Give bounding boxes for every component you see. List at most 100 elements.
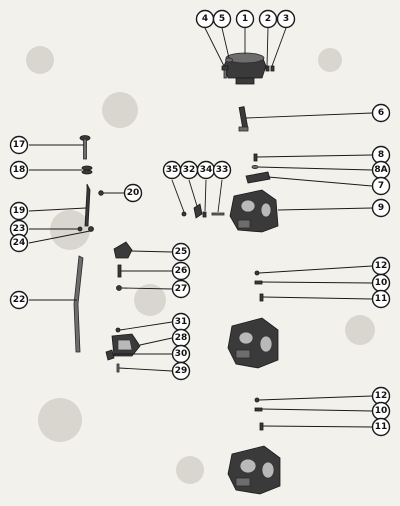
callout-number: 18 <box>13 165 26 175</box>
callout-number: 9 <box>378 203 384 213</box>
callout-circle <box>171 279 191 299</box>
part-29-spring <box>116 363 120 373</box>
part-1-cover-flange <box>223 52 267 85</box>
part-32-bracket <box>193 203 203 219</box>
part-9-carburetor-body <box>229 189 279 233</box>
callout-circle <box>371 198 391 218</box>
callout-number: 29 <box>175 366 188 376</box>
callout-number: 30 <box>175 349 188 359</box>
callout-c5: 5 <box>212 9 232 29</box>
callout-circle <box>9 233 29 253</box>
callout-circle <box>276 9 296 29</box>
callout-circle <box>171 361 191 381</box>
part-25-throttle-lever <box>113 241 133 259</box>
part-35-pin <box>181 211 187 217</box>
callout-circle <box>123 183 143 203</box>
part-18-spring <box>81 165 93 175</box>
callout-c34: 34 <box>196 160 216 180</box>
part-4-screw <box>221 65 229 79</box>
callout-number: 8A <box>374 165 387 175</box>
callout-number: 12 <box>375 261 388 271</box>
callout-number: 10 <box>375 278 388 288</box>
callout-c18: 18 <box>9 160 29 180</box>
callout-number: 33 <box>216 165 229 175</box>
leader-lines <box>28 27 373 428</box>
callout-c20: 20 <box>123 183 143 203</box>
callout-number: 10 <box>375 406 388 416</box>
callout-circle <box>9 160 29 180</box>
callout-circle <box>212 160 232 180</box>
callout-c22: 22 <box>9 290 29 310</box>
part-11-spring-upper <box>259 293 264 302</box>
callout-c25: 25 <box>171 242 191 262</box>
callout-c3: 3 <box>276 9 296 29</box>
callout-c10b: 10 <box>371 401 391 421</box>
callout-circle <box>171 261 191 281</box>
part-20-clip <box>98 190 104 196</box>
callout-number: 11 <box>375 294 388 304</box>
callout-number: 5 <box>219 14 225 24</box>
part-24-fitting <box>88 226 94 232</box>
callout-circle <box>371 417 391 437</box>
carburetor-body-lower <box>227 445 281 495</box>
callout-circle <box>371 289 391 309</box>
callout-number: 31 <box>175 317 188 327</box>
callout-number: 34 <box>200 165 213 175</box>
callout-c12a: 12 <box>371 256 391 276</box>
part-19-link-rod <box>84 183 91 227</box>
part-8a-washer <box>251 164 259 169</box>
callout-c6: 6 <box>371 103 391 123</box>
callout-circle <box>212 9 232 29</box>
callout-number: 7 <box>378 181 384 191</box>
callout-c28: 28 <box>171 328 191 348</box>
callout-number: 1 <box>242 14 248 24</box>
part-17-bolt <box>79 135 91 160</box>
callout-c8a: 8A <box>371 160 391 180</box>
part-11-spring-lower <box>259 422 264 431</box>
callout-circle <box>171 242 191 262</box>
callout-number: 20 <box>127 188 140 198</box>
callout-c2: 2 <box>258 9 278 29</box>
callout-circle <box>9 135 29 155</box>
part-33-rod <box>211 212 225 216</box>
callout-c24: 24 <box>9 233 29 253</box>
callout-number: 25 <box>175 247 188 257</box>
part-12-ball-upper <box>254 270 260 276</box>
callout-c33: 33 <box>212 160 232 180</box>
part-3-seal <box>270 65 275 72</box>
callout-c29: 29 <box>171 361 191 381</box>
part-30-retainer <box>105 349 115 361</box>
callout-number: 2 <box>265 14 271 24</box>
callout-number: 12 <box>375 391 388 401</box>
callout-c9: 9 <box>371 198 391 218</box>
callout-number: 3 <box>283 14 289 24</box>
part-28-diaphragm <box>111 333 141 357</box>
callout-c4: 4 <box>195 9 215 29</box>
part-8-screw <box>253 153 258 162</box>
part-23-fitting <box>77 226 83 232</box>
callout-number: 8 <box>378 150 384 160</box>
callout-number: 6 <box>378 108 384 118</box>
carburetor-body-middle <box>227 317 279 369</box>
callout-c32: 32 <box>179 160 199 180</box>
callout-circle <box>9 201 29 221</box>
part-34-spacer <box>202 211 207 218</box>
part-2-seal <box>265 65 270 72</box>
callout-c31: 31 <box>171 312 191 332</box>
part-7-plate <box>245 171 271 184</box>
callout-c7: 7 <box>371 176 391 196</box>
part-26-screw <box>117 264 122 278</box>
callout-number: 19 <box>13 206 26 216</box>
callout-c10a: 10 <box>371 273 391 293</box>
callout-c1: 1 <box>235 9 255 29</box>
callout-c19: 19 <box>9 201 29 221</box>
callout-number: 23 <box>13 224 26 234</box>
background-texture <box>26 46 375 484</box>
callout-circle <box>9 290 29 310</box>
callout-circle <box>371 103 391 123</box>
callout-number: 32 <box>183 165 196 175</box>
callout-c27: 27 <box>171 279 191 299</box>
callout-number: 11 <box>375 422 388 432</box>
callout-circle <box>235 9 255 29</box>
